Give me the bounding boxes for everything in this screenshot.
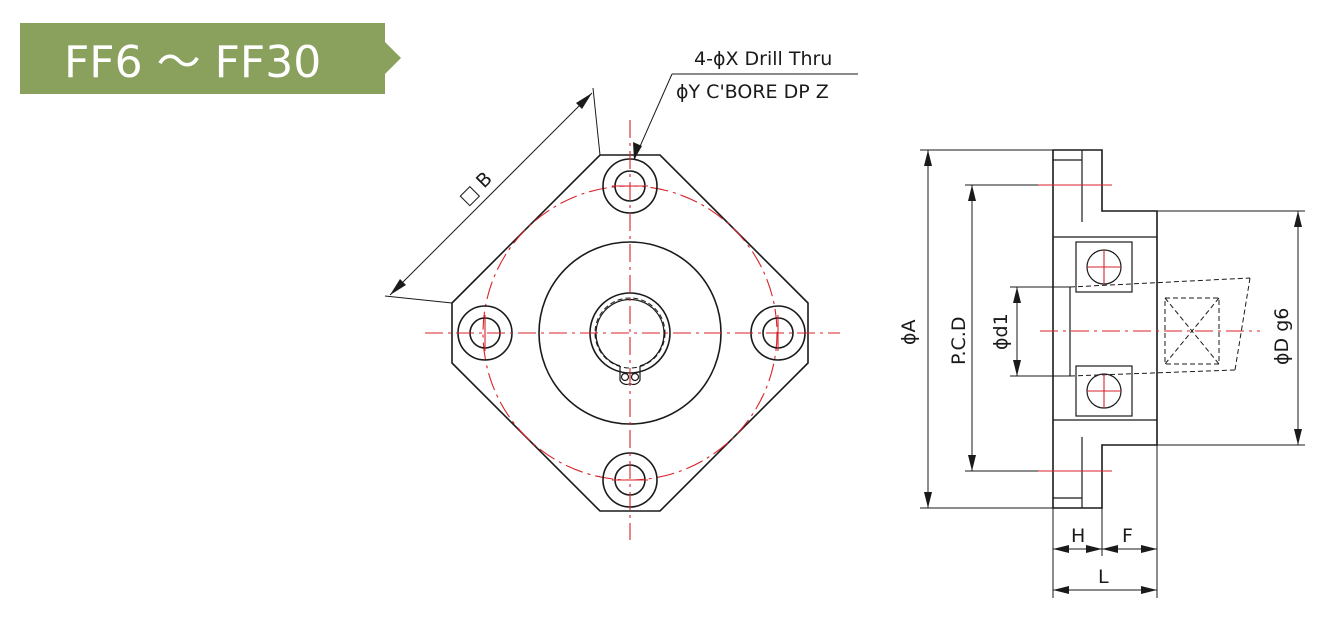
dim-arrow <box>1141 545 1157 553</box>
snap-ring-hole-right <box>630 372 640 382</box>
dia-d1-label: ϕd1 <box>990 313 1012 350</box>
dim-arrow <box>924 150 932 166</box>
size-b-label: □ B <box>455 168 497 210</box>
dim-arrow <box>1102 545 1118 553</box>
dia-a-label: ϕA <box>898 319 920 345</box>
dim-arrow <box>390 279 406 295</box>
dim-arrow <box>924 492 932 508</box>
dim-arrow <box>968 455 976 471</box>
nut-hidden-box <box>1164 297 1220 365</box>
nut-cross <box>1164 297 1220 365</box>
dim-b-line <box>389 92 593 296</box>
dim-arrow <box>1053 545 1069 553</box>
housing-outline <box>1052 149 1158 509</box>
l-label: L <box>1098 566 1109 588</box>
dim-arrow <box>1294 429 1302 445</box>
dia-d-label: ϕD g6 <box>1271 308 1293 365</box>
title-text: FF6 ～ FF30 <box>64 37 321 88</box>
hole-note-line2: ϕY C'BORE DP Z <box>676 81 829 103</box>
dim-arrow <box>576 93 592 109</box>
bearing-lower <box>1075 365 1133 417</box>
dim-arrow <box>1294 211 1302 227</box>
dim-arrow <box>1086 545 1102 553</box>
shaft-hidden-line <box>1234 277 1251 371</box>
dim-b-extension <box>592 87 601 156</box>
f-label: F <box>1122 525 1133 547</box>
dim-arrow <box>1053 586 1069 594</box>
pcd-label: P.C.D <box>948 317 970 365</box>
title-tag: FF6 ～ FF30 <box>20 23 401 94</box>
shaft-hidden-line <box>1069 277 1251 288</box>
title-background <box>20 23 401 94</box>
snap-ring-hole-left <box>620 372 630 382</box>
side-view: ϕA P.C.D ϕd1 ϕD g6 H F <box>898 149 1305 598</box>
flange-outline <box>451 154 809 512</box>
shaft-hidden-line <box>1069 369 1236 377</box>
hole-note-line1: 4-ϕX Drill Thru <box>694 48 832 70</box>
dim-arrow <box>1141 586 1157 594</box>
bearing-upper <box>1075 241 1133 293</box>
dim-arrow <box>1013 287 1021 303</box>
leader-arrow <box>633 142 642 160</box>
h-label: H <box>1071 525 1085 547</box>
front-view: □ B 4-ϕX Drill Thru ϕY C'BORE DP Z <box>384 48 858 540</box>
dim-arrow <box>1013 360 1021 376</box>
dim-b-extension <box>384 295 453 304</box>
dim-arrow <box>968 185 976 201</box>
